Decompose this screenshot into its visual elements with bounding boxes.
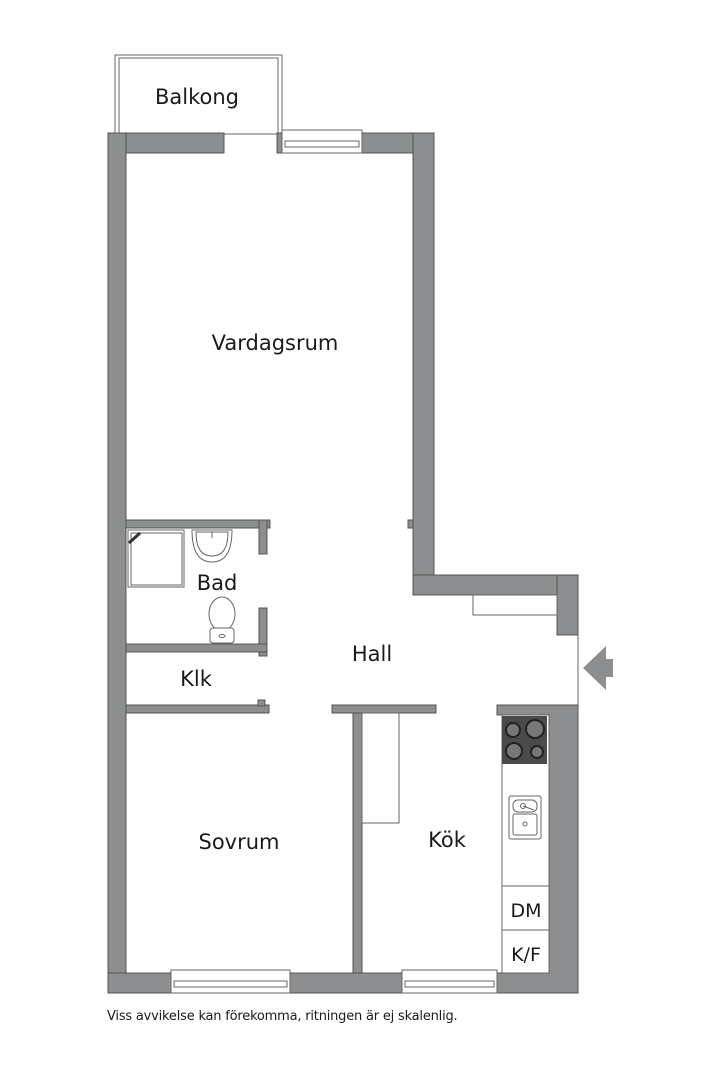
shower-icon xyxy=(127,529,185,588)
kitchen-counter xyxy=(501,714,550,974)
disclaimer-text: Viss avvikelse kan förekomma, ritningen … xyxy=(107,1009,458,1024)
room-label-kok: Kök xyxy=(428,828,467,852)
room-label-balkong: Balkong xyxy=(155,85,239,109)
hall-shelf xyxy=(472,594,558,616)
entrance-arrow-icon xyxy=(583,646,613,690)
sink-icon xyxy=(191,529,233,563)
appliance-label-fridge-freezer: K/F xyxy=(511,944,541,966)
sink-icon xyxy=(508,795,542,840)
room-label-bad: Bad xyxy=(197,571,238,595)
appliance-label-dishwasher: DM xyxy=(510,900,541,922)
room-label-sovrum: Sovrum xyxy=(198,830,279,854)
kitchen-cabinet xyxy=(361,712,400,824)
room-label-klk: Klk xyxy=(180,667,213,691)
windows xyxy=(170,129,498,994)
toilet-icon xyxy=(208,596,236,644)
room-label-vardagsrum: Vardagsrum xyxy=(212,331,339,355)
room-label-hall: Hall xyxy=(352,642,392,666)
